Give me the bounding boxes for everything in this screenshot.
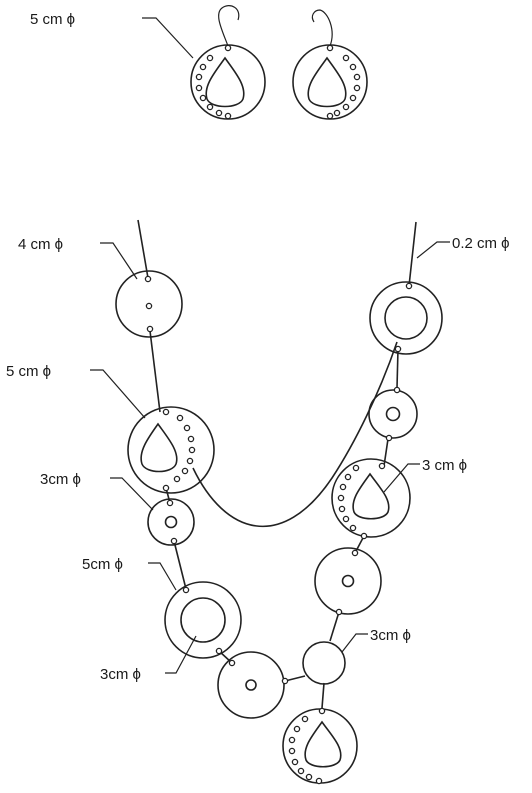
- bead-bottom-small: [302, 641, 346, 685]
- leader-bead-inner-ring: [165, 635, 197, 674]
- bead-small-left: [147, 498, 195, 546]
- leader-bead-teardrop-right: [383, 463, 420, 493]
- label-bead-small-bottom: 3cm ϕ: [370, 627, 411, 644]
- label-bead-inner-ring: 3cm ϕ: [100, 666, 141, 683]
- leader-bead-small-left: [110, 477, 154, 511]
- label-bead-ring-left: 5cm ϕ: [82, 556, 123, 573]
- bead-right-teardrop: [331, 458, 411, 540]
- ear-hook: [311, 9, 333, 47]
- bead-right-small: [368, 386, 418, 442]
- bead-right-medium: [314, 547, 382, 616]
- teardrop-cutout: [307, 56, 347, 108]
- bead-top-left: [115, 270, 183, 338]
- earring-right: [292, 9, 368, 120]
- teardrop-cutout: [205, 56, 245, 108]
- leader-earring: [142, 17, 194, 59]
- earring-disc: [190, 44, 266, 120]
- label-bead-teardrop-right: 3 cm ϕ: [422, 457, 467, 474]
- bead-bottom-pendant: [282, 707, 358, 785]
- leader-bead-top-left: [100, 242, 138, 280]
- label-bead-top-left: 4 cm ϕ: [18, 236, 63, 253]
- bead-large-left-teardrop: [127, 406, 215, 494]
- leader-bead-ring-left: [148, 562, 177, 591]
- bead-top-right-ring: [369, 281, 443, 355]
- label-bead-large-left: 5 cm ϕ: [6, 363, 51, 380]
- label-earring-size: 5 cm ϕ: [30, 11, 75, 28]
- bead-bottom-left: [217, 651, 289, 719]
- leader-cord-thickness: [416, 241, 450, 259]
- leader-bead-small-bottom: [341, 633, 368, 653]
- ear-hook: [218, 5, 240, 47]
- label-cord-thickness: 0.2 cm ϕ: [452, 235, 510, 252]
- leader-bead-large-left: [90, 369, 146, 419]
- bead-left-ring: [164, 581, 242, 659]
- label-bead-small-left: 3cm ϕ: [40, 471, 81, 488]
- earring-disc: [292, 44, 368, 120]
- earring-left: [190, 5, 266, 120]
